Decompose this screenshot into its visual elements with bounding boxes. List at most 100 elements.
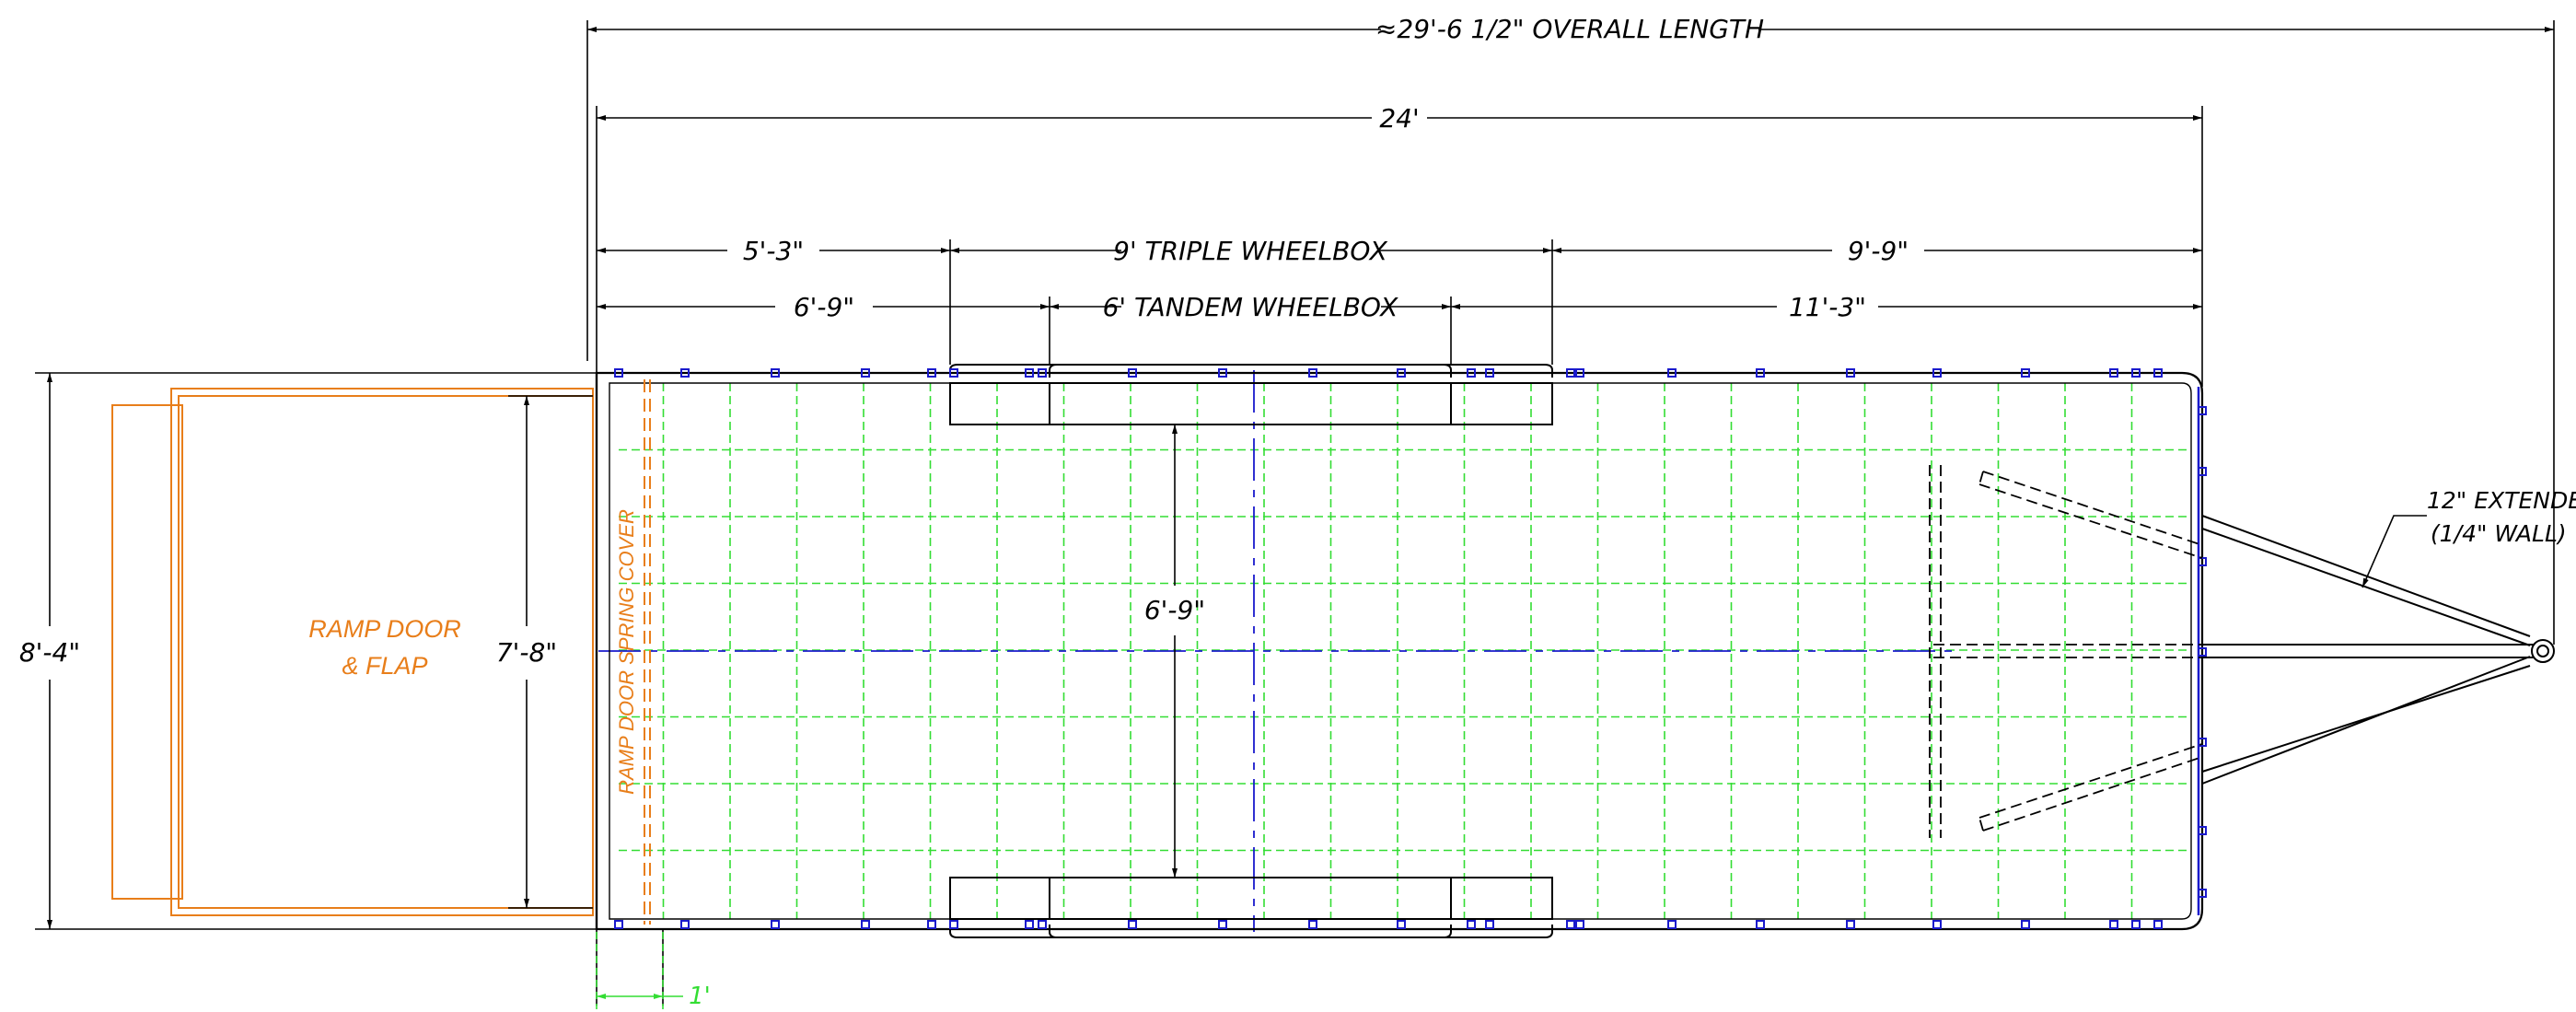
body-length-label: 24' xyxy=(1379,103,1419,134)
door-opening-label: 7'-8" xyxy=(496,637,557,668)
tie-down-35 xyxy=(1308,920,1317,929)
floor-grid xyxy=(619,383,2191,919)
tandem-to-rear-label: 11'-3" xyxy=(1789,292,1866,322)
ramp-door xyxy=(111,379,651,925)
tie-down-22 xyxy=(2109,368,2118,378)
grid-spacing-label: 1' xyxy=(689,983,711,1010)
hitch-coupler xyxy=(2531,639,2555,663)
dimension-lines xyxy=(35,20,2555,1006)
tie-down-47 xyxy=(2131,920,2141,929)
tie-down-7 xyxy=(1025,368,1034,378)
front-to-tandem-label: 6'-9" xyxy=(794,292,854,322)
overall-length-label: ≈29'-6 1/2" OVERALL LENGTH xyxy=(1375,14,1764,44)
trailer-inner-outline xyxy=(609,382,2192,920)
extended-tongue-lower-a xyxy=(1982,756,2203,832)
tandem-wheelbox-label: 6' TANDEM WHEELBOX xyxy=(1103,292,1399,322)
extended-tongue-end-lower xyxy=(1978,817,1984,832)
extended-tongue-upper-a xyxy=(1982,471,2203,546)
tie-down-17 xyxy=(1667,368,1677,378)
tie-down-25 xyxy=(614,920,623,929)
tie-down-32 xyxy=(1038,920,1047,929)
tie-down-42 xyxy=(1756,920,1765,929)
tie-down-21 xyxy=(2021,368,2030,378)
ramp-door-label-line1: RAMP DOOR xyxy=(308,615,461,643)
tie-down-4 xyxy=(861,368,870,378)
tongue-rail-upper-a xyxy=(2201,515,2531,637)
tie-down-33 xyxy=(1128,920,1137,929)
tie-down-41 xyxy=(1667,920,1677,929)
tie-down-52 xyxy=(2198,647,2207,657)
tongue-rail-lower-b xyxy=(2201,665,2531,773)
tie-down-40 xyxy=(1575,920,1584,929)
fender-top xyxy=(949,364,1553,378)
triple-wheelbox-bottom xyxy=(949,877,1553,920)
tie-down-3 xyxy=(771,368,780,378)
tie-down-46 xyxy=(2109,920,2118,929)
tie-down-11 xyxy=(1308,368,1317,378)
triple-wheelbox-label: 9' TRIPLE WHEELBOX xyxy=(1113,236,1388,266)
tie-down-27 xyxy=(771,920,780,929)
tie-down-45 xyxy=(2021,920,2030,929)
tie-down-23 xyxy=(2131,368,2141,378)
extended-tongue-end-upper xyxy=(1978,471,1984,485)
tie-down-34 xyxy=(1218,920,1227,929)
tie-down-13 xyxy=(1467,368,1476,378)
tie-down-8 xyxy=(1038,368,1047,378)
tongue-rail-lower-a xyxy=(2201,656,2531,785)
overall-width-label: 8'-4" xyxy=(19,637,80,668)
tie-down-36 xyxy=(1397,920,1406,929)
front-to-triple-label: 5'-3" xyxy=(743,236,804,266)
tie-down-markers xyxy=(614,368,2207,929)
triple-to-rear-label: 9'-9" xyxy=(1848,236,1909,266)
tie-down-6 xyxy=(949,368,958,378)
tie-down-1 xyxy=(614,368,623,378)
tie-down-14 xyxy=(1485,368,1494,378)
fender-top-tandem xyxy=(1049,364,1452,378)
tie-down-29 xyxy=(927,920,936,929)
tie-down-2 xyxy=(680,368,690,378)
tie-down-39 xyxy=(1566,920,1575,929)
fender-bottom xyxy=(949,925,1553,938)
ramp-door-panel xyxy=(178,395,594,909)
tongue-leader xyxy=(2361,515,2427,588)
trailer-outline xyxy=(595,371,2204,931)
tie-down-50 xyxy=(2198,467,2207,476)
interior-width-label: 6'-9" xyxy=(1144,595,1205,625)
extended-tongue-lower-b xyxy=(1978,743,2203,819)
tie-down-15 xyxy=(1566,368,1575,378)
tandem-wheelbox-top xyxy=(1049,382,1452,425)
tongue-hitch xyxy=(1929,465,2555,838)
tie-down-20 xyxy=(1932,368,1942,378)
hitch-coupler-inner xyxy=(2536,645,2549,657)
tie-down-12 xyxy=(1397,368,1406,378)
grid-dimension xyxy=(596,932,683,1009)
tongue-label-line2: (1/4" WALL) xyxy=(2431,520,2567,547)
triple-wheelbox-top xyxy=(949,382,1553,425)
tie-down-16 xyxy=(1575,368,1584,378)
spring-cover-label: RAMP DOOR SPRING COVER xyxy=(615,509,638,795)
wheelboxes xyxy=(949,364,1553,938)
tie-down-9 xyxy=(1128,368,1137,378)
tie-down-31 xyxy=(1025,920,1034,929)
ramp-door-label-line2: & FLAP xyxy=(342,652,427,680)
tie-down-19 xyxy=(1846,368,1855,378)
tongue-label-line1: 12" EXTENDED xyxy=(2427,487,2576,514)
tie-down-10 xyxy=(1218,368,1227,378)
fender-bottom-tandem xyxy=(1049,925,1452,938)
tie-down-28 xyxy=(861,920,870,929)
tie-down-43 xyxy=(1846,920,1855,929)
tie-down-37 xyxy=(1467,920,1476,929)
tie-down-53 xyxy=(2198,738,2207,747)
ramp-flap xyxy=(111,404,183,900)
tie-down-24 xyxy=(2153,368,2163,378)
tie-down-49 xyxy=(2198,406,2207,415)
extended-tongue-upper-b xyxy=(1978,483,2203,559)
tie-down-5 xyxy=(927,368,936,378)
centerlines xyxy=(598,370,1961,932)
tie-down-30 xyxy=(949,920,958,929)
tie-down-18 xyxy=(1756,368,1765,378)
tie-down-44 xyxy=(1932,920,1942,929)
tie-down-26 xyxy=(680,920,690,929)
tie-down-54 xyxy=(2198,826,2207,835)
